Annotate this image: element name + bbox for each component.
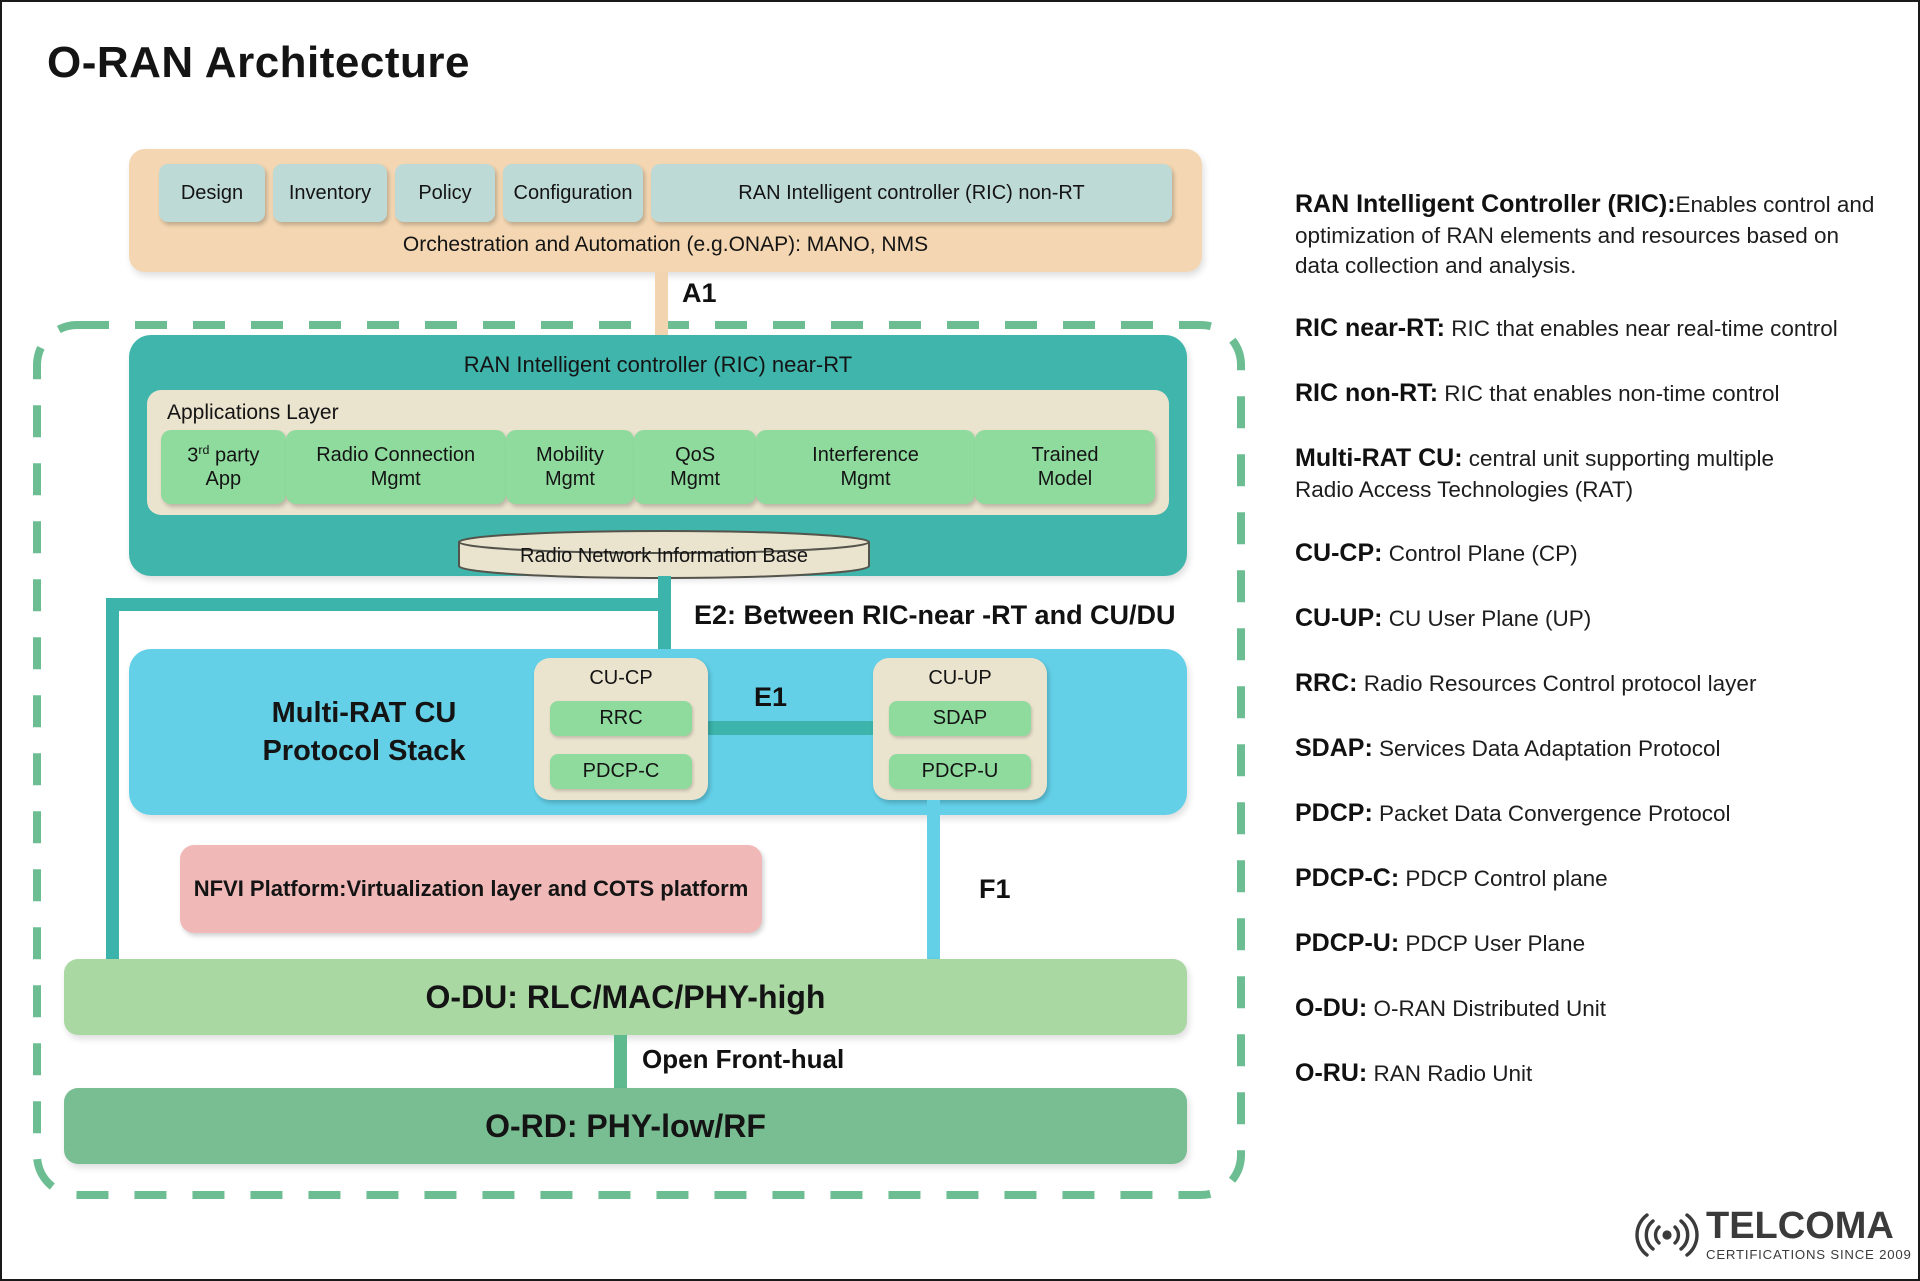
definition-pdcp: PDCP: Packet Data Convergence Protocol bbox=[1295, 799, 1731, 828]
chip-policy: Policy bbox=[395, 164, 495, 222]
chip-ric-non-rt: RAN Intelligent controller (RIC) non-RT bbox=[651, 164, 1172, 222]
pdcp-c-box: PDCP-C bbox=[550, 754, 692, 789]
rnib-label: Radio Network Information Base bbox=[520, 545, 808, 567]
e2-horizontal-line bbox=[106, 598, 671, 611]
definition-multi-rat-cu: Multi-RAT CU: central unit supporting mu… bbox=[1295, 444, 1774, 503]
cu-cp-box: CU-CP RRC PDCP-C bbox=[534, 658, 708, 800]
fronthaul-label: Open Front-hual bbox=[642, 1044, 845, 1074]
fronthaul-line bbox=[614, 1035, 627, 1089]
definition-sdap: SDAP: Services Data Adaptation Protocol bbox=[1295, 734, 1721, 763]
app-trained-model: Trained Model bbox=[975, 430, 1155, 504]
sdap-box: SDAP bbox=[889, 701, 1031, 736]
e1-line bbox=[702, 721, 877, 735]
definition-cu-up: CU-UP: CU User Plane (UP) bbox=[1295, 604, 1592, 633]
orchestration-box: Design Inventory Policy Configuration RA… bbox=[129, 149, 1202, 272]
e2-label: E2: Between RIC-near -RT and CU/DU bbox=[694, 600, 1176, 630]
logo-tagline: CERTIFICATIONS SINCE 2009 bbox=[1706, 1247, 1912, 1262]
app-3rd-party-label: 3rd party App bbox=[187, 442, 260, 491]
page-title: O-RAN Architecture bbox=[47, 38, 470, 87]
f1-label: F1 bbox=[979, 874, 1011, 904]
o-du-box: O-DU: RLC/MAC/PHY-high bbox=[64, 959, 1187, 1035]
definition-ric-near-rt: RIC near-RT: RIC that enables near real-… bbox=[1295, 314, 1838, 343]
definition-cu-cp: CU-CP: Control Plane (CP) bbox=[1295, 539, 1578, 568]
app-3rd-party: 3rd party App bbox=[161, 430, 286, 504]
app-radio-connection-mgmt: Radio Connection Mgmt bbox=[285, 430, 506, 504]
pdcp-u-box: PDCP-U bbox=[889, 754, 1031, 789]
left-rail-line bbox=[106, 598, 119, 959]
definition-ric-non-rt: RIC non-RT: RIC that enables non-time co… bbox=[1295, 379, 1780, 408]
orchestration-chip-row: Design Inventory Policy Configuration RA… bbox=[159, 164, 1172, 222]
multi-rat-cu-label: Multi-RAT CU Protocol Stack bbox=[262, 697, 466, 767]
cu-up-box: CU-UP SDAP PDCP-U bbox=[873, 658, 1047, 800]
dashed-boundary bbox=[33, 321, 1245, 1199]
chip-inventory: Inventory bbox=[273, 164, 387, 222]
ric-near-rt-title: RAN Intelligent controller (RIC) near-RT bbox=[463, 352, 853, 377]
definition-pdcp-c: PDCP-C: PDCP Control plane bbox=[1295, 864, 1608, 893]
app-qos-mgmt: QoS Mgmt bbox=[634, 430, 756, 504]
telcoma-logo: TELCOMA CERTIFICATIONS SINCE 2009 bbox=[1634, 1207, 1912, 1262]
definition-rrc: RRC: Radio Resources Control protocol la… bbox=[1295, 669, 1757, 698]
e1-label: E1 bbox=[754, 682, 788, 712]
rrc-box: RRC bbox=[550, 701, 692, 736]
o-rd-box: O-RD: PHY-low/RF bbox=[64, 1088, 1187, 1164]
app-interference-mgmt: Interference Mgmt bbox=[755, 430, 976, 504]
logo-name: TELCOMA bbox=[1706, 1205, 1894, 1247]
applications-layer-label: Applications Layer bbox=[167, 401, 339, 424]
definition-pdcp-u: PDCP-U: PDCP User Plane bbox=[1295, 929, 1586, 958]
app-mobility-mgmt: Mobility Mgmt bbox=[505, 430, 635, 504]
cu-up-title: CU-UP bbox=[928, 667, 992, 689]
a1-label: A1 bbox=[682, 278, 717, 308]
f1-line bbox=[927, 800, 940, 959]
a1-line bbox=[655, 272, 668, 336]
definition-ric: RAN Intelligent Controller (RIC):Enables… bbox=[1295, 190, 1875, 278]
signal-icon bbox=[1635, 1212, 1699, 1257]
nfvi-box: NFVI Platform:Virtualization layer and C… bbox=[180, 845, 762, 933]
definition-o-du: O-DU: O-RAN Distributed Unit bbox=[1295, 994, 1607, 1023]
e2-vertical-line bbox=[658, 576, 671, 650]
definition-o-ru: O-RU: RAN Radio Unit bbox=[1295, 1059, 1533, 1088]
chip-configuration: Configuration bbox=[503, 164, 643, 222]
orchestration-label: Orchestration and Automation (e.g.ONAP):… bbox=[402, 233, 929, 256]
cu-cp-title: CU-CP bbox=[589, 667, 653, 689]
app-button-row: 3rd party App Radio Connection Mgmt Mobi… bbox=[161, 430, 1155, 504]
logo-text-block: TELCOMA CERTIFICATIONS SINCE 2009 bbox=[1706, 1207, 1912, 1262]
chip-design: Design bbox=[159, 164, 265, 222]
applications-layer-box: Applications Layer 3rd party App Radio C… bbox=[147, 390, 1169, 515]
definitions-list: RAN Intelligent Controller (RIC):Enables… bbox=[1295, 188, 1895, 1122]
